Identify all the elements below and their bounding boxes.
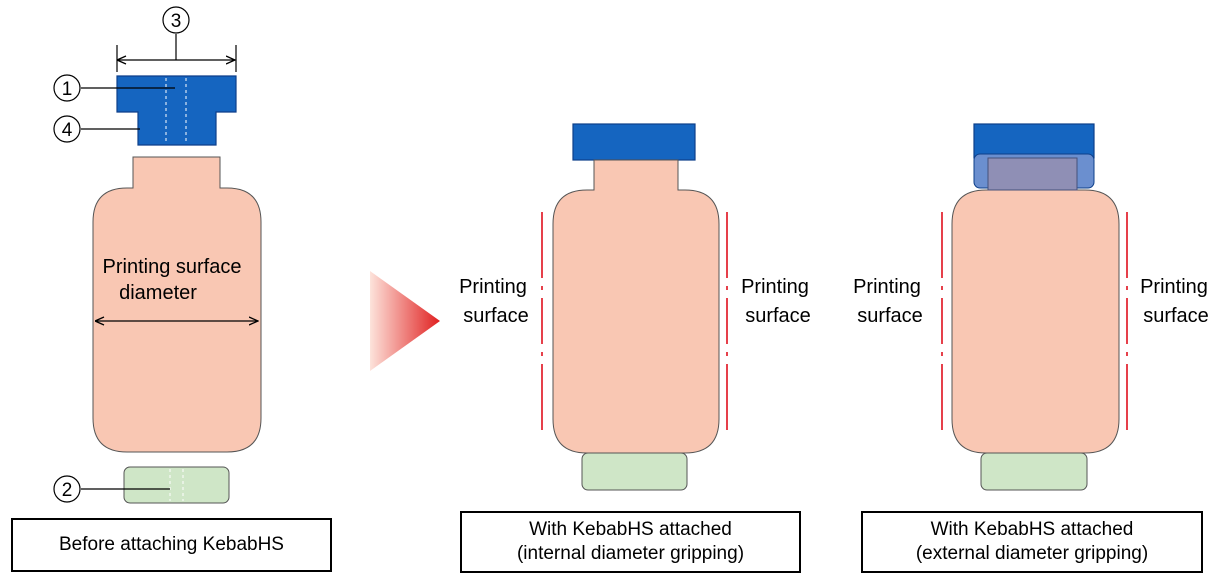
diameter-label-line1: Printing surface <box>103 256 242 278</box>
diameter-label-line2: diameter <box>119 282 197 304</box>
bottle-body <box>92 156 262 453</box>
callout1-number: 1 <box>62 79 73 100</box>
callout2-number: 2 <box>62 480 73 501</box>
right-base <box>980 452 1088 491</box>
cap-part <box>116 75 237 146</box>
middle-right-label-line2: surface <box>745 305 811 327</box>
middle-caption-line2: (internal diameter gripping) <box>516 543 745 564</box>
right-left-label-line2: surface <box>857 305 923 327</box>
middle-caption-box: With KebabHS attached (internal diameter… <box>460 511 801 573</box>
middle-caption-line1: With KebabHS attached <box>529 519 732 540</box>
left-caption-box: Before attaching KebabHS <box>11 518 332 572</box>
right-cap-top <box>973 123 1095 159</box>
middle-cap <box>572 123 696 161</box>
callout2-circle <box>53 475 81 503</box>
middle-assembly: Printing surface Printing surface <box>459 123 811 491</box>
right-right-label-line1: Printing <box>1140 276 1208 298</box>
middle-bottle-body <box>552 159 720 454</box>
callout3-number: 3 <box>171 11 182 32</box>
callout4-circle <box>53 115 81 143</box>
right-caption-line2: (external diameter gripping) <box>915 543 1149 564</box>
middle-base <box>581 452 688 491</box>
right-right-label-line2: surface <box>1143 305 1209 327</box>
right-left-label-line1: Printing <box>853 276 921 298</box>
left-assembly: 3 1 4 Printing surface diameter 2 <box>53 6 262 504</box>
middle-left-label-line2: surface <box>463 305 529 327</box>
right-assembly: Printing surface Printing surface <box>853 123 1209 491</box>
right-bottle-neck <box>987 157 1078 191</box>
transition-arrow-icon <box>370 271 440 371</box>
right-bottle-body <box>951 189 1120 454</box>
right-caption-line1: With KebabHS attached <box>930 519 1134 540</box>
middle-right-label-line1: Printing <box>741 276 809 298</box>
middle-left-label-line1: Printing <box>459 276 527 298</box>
right-caption-box: With KebabHS attached (external diameter… <box>861 511 1203 573</box>
base-part <box>123 466 230 504</box>
callout4-number: 4 <box>62 120 73 141</box>
left-caption-text: Before attaching KebabHS <box>59 534 284 555</box>
callout3-circle <box>162 6 190 34</box>
callout1-circle <box>53 74 81 102</box>
